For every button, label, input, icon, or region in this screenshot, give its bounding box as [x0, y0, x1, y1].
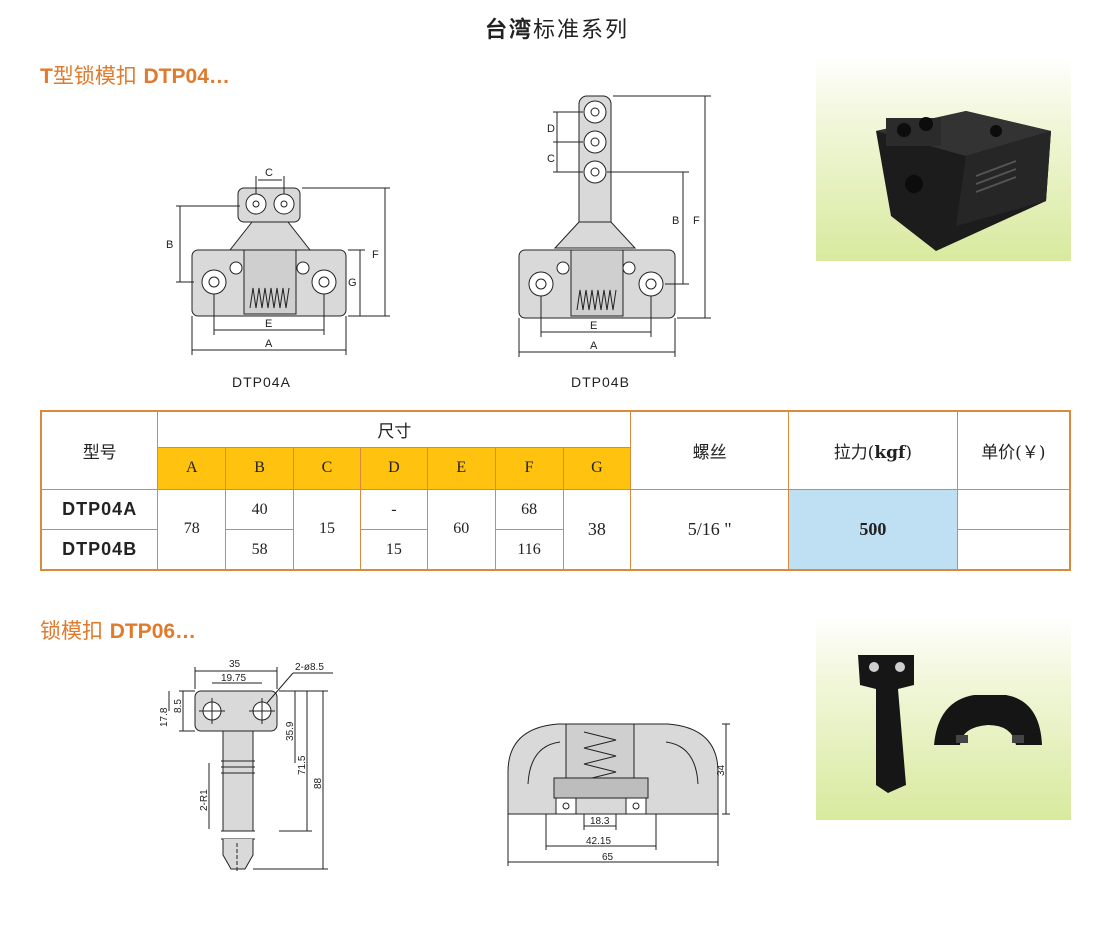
col-header-g: G — [562, 446, 632, 490]
page-title-rest: 标准系列 — [533, 18, 630, 43]
dim-8-5: 8.5 — [173, 699, 184, 713]
header-force: 拉力(kgf) — [788, 410, 958, 490]
cell-a: 78 — [157, 488, 227, 571]
cell-d: - — [359, 488, 428, 531]
dim-label-b: B — [166, 239, 173, 251]
dim-18-3: 18.3 — [590, 816, 610, 827]
section-title-dtp06: 锁模扣 DTP06… — [40, 615, 196, 645]
dim-35: 35 — [229, 659, 241, 670]
caption-dtp04a: DTP04A — [232, 374, 291, 390]
cell-f: 116 — [494, 529, 564, 571]
dim-label-e: E — [265, 318, 272, 330]
cell-d: 15 — [359, 529, 428, 571]
dim-label-f: F — [372, 249, 379, 261]
dim-r1: 2-R1 — [199, 789, 210, 811]
dim-34: 34 — [716, 764, 727, 776]
dim-hole: 2-ø8.5 — [295, 662, 324, 673]
product-photo-dtp06 — [816, 615, 1071, 820]
cell-e: 60 — [426, 488, 496, 571]
spec-table: 型号 尺寸 螺丝 拉力(kgf) 单价(￥) A B C D E F G DTP… — [40, 410, 1071, 571]
dim-label-d: D — [547, 123, 555, 135]
drawing-dtp04b: D C B F E A — [518, 95, 711, 357]
page-title-bold: 台湾 — [484, 18, 533, 43]
cell-g: 38 — [562, 488, 632, 571]
page-title: 台湾标准系列 — [0, 12, 1114, 44]
dim-label-c: C — [265, 167, 273, 179]
header-model: 型号 — [40, 410, 159, 490]
dim-label-a: A — [265, 338, 273, 350]
dim-19-75: 19.75 — [221, 673, 246, 684]
dim-42-15: 42.15 — [586, 836, 611, 847]
col-header-a: A — [157, 446, 227, 490]
dim-label-a: A — [590, 340, 598, 352]
col-header-f: F — [494, 446, 564, 490]
dim-65: 65 — [602, 852, 614, 863]
col-header-e: E — [426, 446, 496, 490]
col-header-b: B — [225, 446, 295, 490]
cell-screw: 5/16 " — [630, 488, 789, 571]
col-header-c: C — [293, 446, 361, 490]
cell-price — [956, 488, 1071, 531]
table-row: DTP04A 78 40 15 - 60 68 38 5/16 " 500 — [40, 488, 1071, 571]
cell-f: 68 — [494, 488, 564, 531]
dim-label-g: G — [348, 277, 357, 289]
dim-17-8: 17.8 — [159, 707, 170, 727]
cell-model: DTP04A — [40, 488, 159, 531]
header-force-pre: 拉力( — [833, 442, 875, 463]
col-header-d: D — [359, 446, 428, 490]
header-screw: 螺丝 — [630, 410, 789, 490]
section-title-dtp04: T型锁模扣 DTP04… — [40, 60, 230, 90]
dim-label-c: C — [547, 153, 555, 165]
header-size: 尺寸 — [157, 410, 632, 448]
dim-71-5: 71.5 — [297, 755, 308, 775]
drawing-dtp06-block: 34 18.3 42.15 65 — [507, 723, 730, 866]
section-title-mid: 锁模扣 — [40, 619, 110, 643]
cell-b: 40 — [225, 488, 295, 531]
drawing-dtp04a: C B G F E A — [166, 167, 390, 355]
cell-b: 58 — [225, 529, 295, 571]
header-price: 单价(￥) — [956, 410, 1071, 490]
section-title-mid: 型锁模扣 — [52, 64, 144, 88]
dim-88: 88 — [313, 777, 324, 789]
section-title-code: DTP06… — [109, 620, 197, 643]
dim-label-f: F — [693, 215, 700, 227]
header-force-post: ) — [905, 442, 912, 463]
product-photo-dtp04 — [816, 56, 1071, 261]
table-row: DTP04B 58 15 116 — [40, 529, 1071, 571]
cell-force: 500 — [788, 488, 958, 571]
dim-label-b: B — [672, 215, 679, 227]
cell-price — [956, 529, 1071, 571]
drawing-dtp06-bar: 35 19.75 2-ø8.5 17.8 8.5 35.9 71.5 88 2-… — [159, 659, 333, 873]
section-title-prefix: T — [40, 65, 53, 88]
section-title-code: DTP04… — [143, 65, 230, 88]
cell-c: 15 — [293, 488, 361, 571]
cell-model: DTP04B — [40, 529, 159, 571]
dim-35-9: 35.9 — [285, 721, 296, 741]
caption-dtp04b: DTP04B — [571, 374, 630, 390]
dim-label-e: E — [590, 320, 597, 332]
header-force-unit: kgf — [874, 442, 906, 463]
